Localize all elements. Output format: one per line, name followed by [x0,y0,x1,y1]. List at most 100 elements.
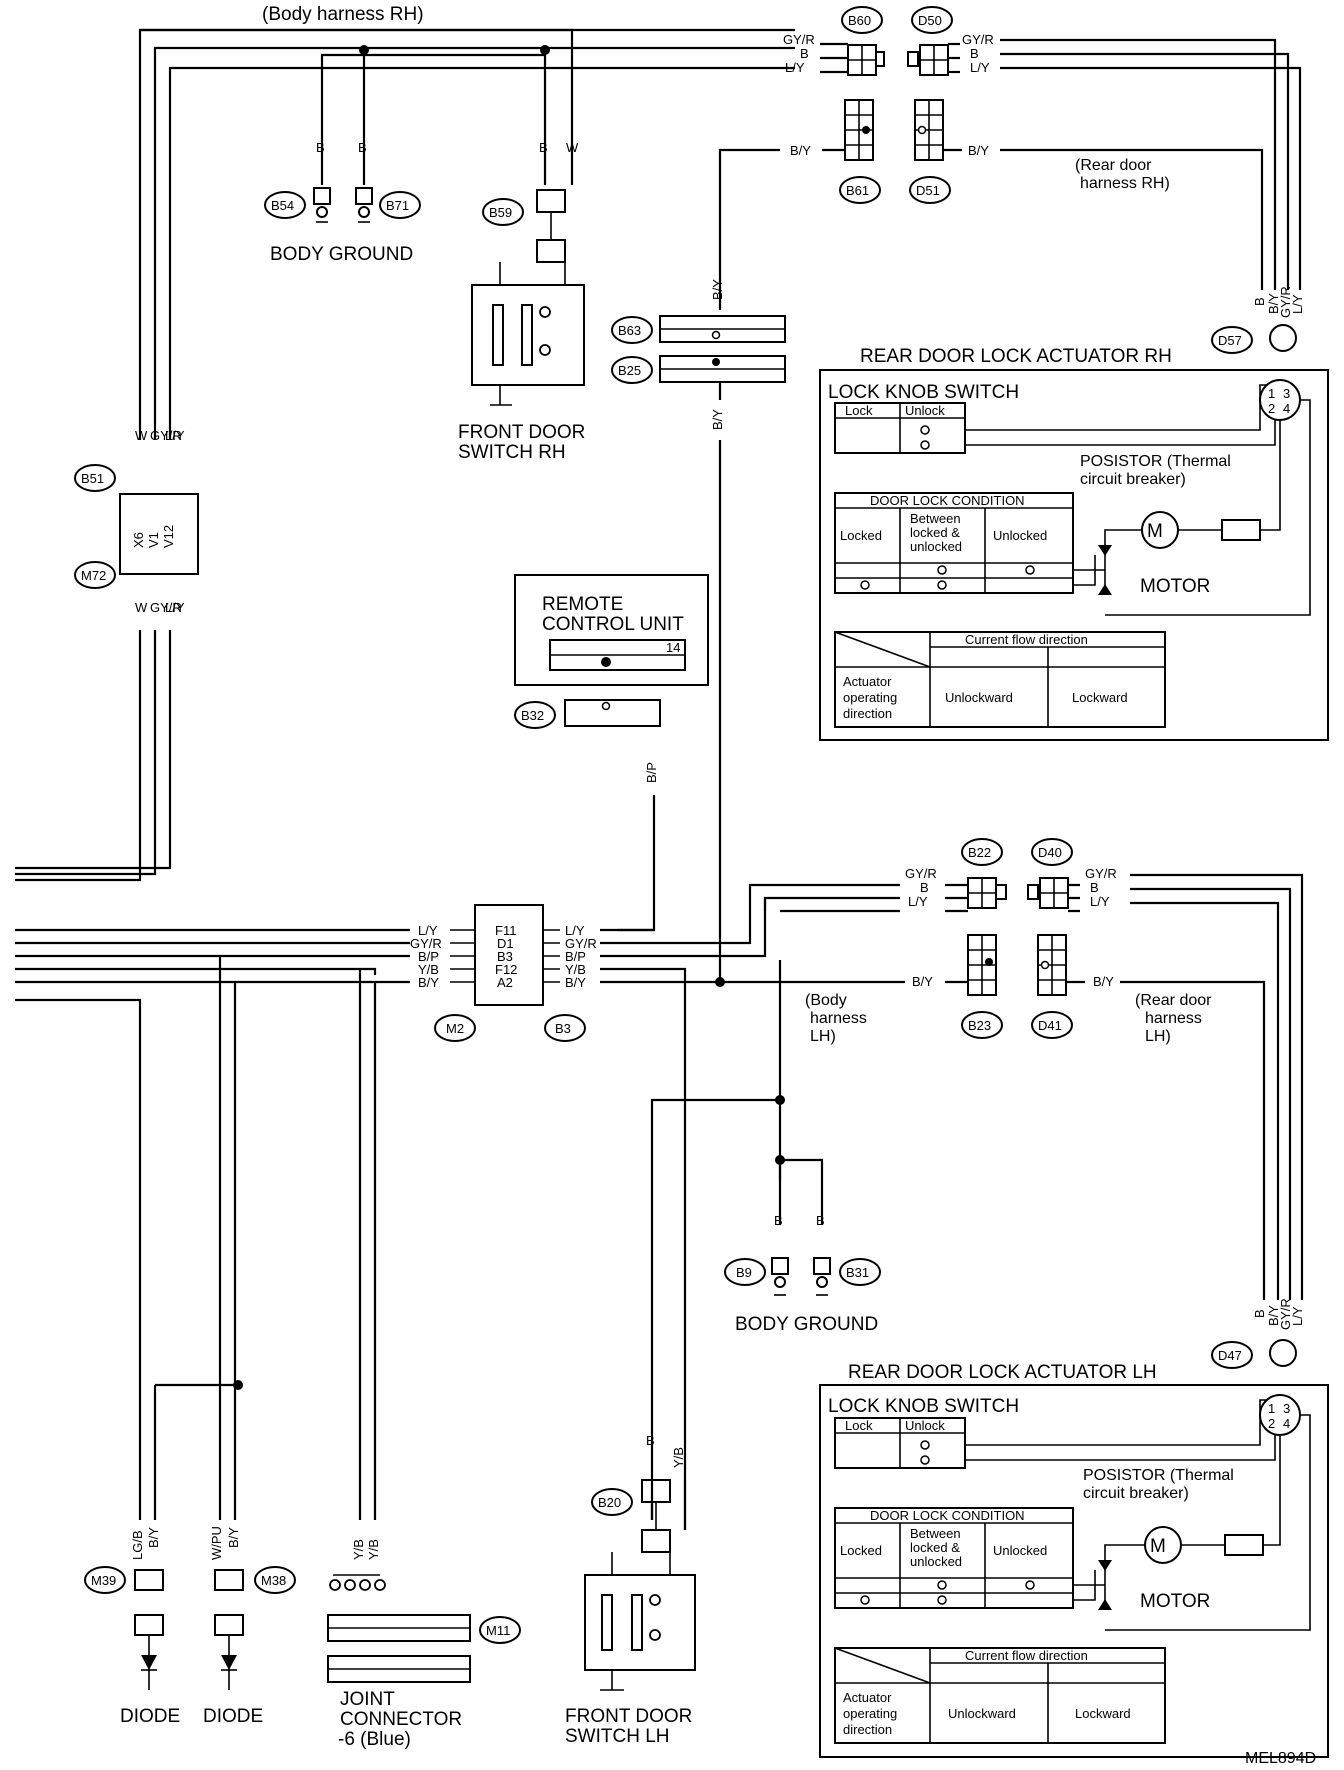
svg-text:D47: D47 [1218,1348,1242,1363]
svg-text:W/PU: W/PU [209,1526,224,1560]
svg-text:B: B [774,1213,783,1228]
svg-text:LOCK KNOB SWITCH: LOCK KNOB SWITCH [828,1396,1019,1417]
svg-text:Y/B: Y/B [366,1539,381,1560]
diode-m38: W/PU B/Y M38 DIODE [203,1526,296,1727]
svg-text:F12: F12 [495,962,517,977]
svg-text:REMOTE: REMOTE [542,594,623,615]
svg-text:CONNECTOR: CONNECTOR [340,1709,462,1730]
svg-text:B/Y: B/Y [1266,1305,1281,1326]
svg-text:unlocked: unlocked [910,1554,962,1569]
svg-text:B9: B9 [736,1265,752,1280]
svg-text:Lock: Lock [845,403,873,418]
svg-text:D51: D51 [916,183,940,198]
svg-text:B/P: B/P [565,949,586,964]
svg-text:B: B [800,46,809,61]
svg-text:GY/R: GY/R [565,936,597,951]
front-door-switch-lh: B Y/B B20 FRONT DOOR SWITCH LH [565,1433,696,1747]
svg-text:L/Y: L/Y [165,600,185,615]
svg-text:D50: D50 [918,13,942,28]
body-ground-top: B B B54 B71 BODY GROUND [264,140,421,265]
svg-text:MOTOR: MOTOR [1140,1591,1210,1612]
svg-text:L/Y: L/Y [1290,294,1305,314]
svg-text:B/Y: B/Y [1093,974,1114,989]
svg-text:GY/R: GY/R [150,600,182,615]
svg-text:unlocked: unlocked [910,539,962,554]
svg-text:X6: X6 [131,532,146,548]
svg-text:B3: B3 [497,949,513,964]
svg-text:M: M [1147,521,1163,542]
svg-text:M38: M38 [261,1573,286,1588]
svg-text:V1: V1 [146,532,161,548]
svg-text:GY/R: GY/R [150,428,182,443]
svg-text:L/Y: L/Y [908,894,928,909]
svg-text:direction: direction [843,1722,892,1737]
svg-text:M2: M2 [446,1021,464,1036]
svg-text:GY/R: GY/R [1085,866,1117,881]
svg-text:DIODE: DIODE [203,1706,263,1727]
svg-text:M39: M39 [91,1573,116,1588]
svg-text:B/Y: B/Y [226,1527,241,1548]
svg-text:operating: operating [843,690,897,705]
svg-text:B59: B59 [489,205,512,220]
connector-d41: D41 [1031,934,1073,1039]
svg-text:GY/R: GY/R [1278,1298,1293,1330]
svg-text:B: B [316,140,325,155]
svg-text:SWITCH LH: SWITCH LH [565,1726,670,1747]
actuator-rh: B B/Y GY/R L/Y D57 REAR DOOR LOCK ACTUAT… [819,286,1329,741]
body-ground-bottom: B B B9 B31 BODY GROUND [724,1213,881,1335]
svg-text:Current flow direction: Current flow direction [965,1648,1088,1663]
svg-text:FRONT DOOR: FRONT DOOR [565,1706,692,1727]
svg-text:GY/R: GY/R [905,866,937,881]
svg-text:4: 4 [1283,1416,1290,1431]
connector-d50: D50 [907,6,953,76]
svg-text:W: W [566,140,579,155]
svg-text:harness: harness [810,1010,867,1027]
svg-text:BODY GROUND: BODY GROUND [735,1314,878,1335]
joint-m2-b3: L/Y GY/R B/P Y/B B/Y F11 D1 B3 F12 A2 L/… [410,904,597,1042]
actuator-lh: B B/Y GY/R L/Y D47 REAR DOOR LOCK ACTUAT… [819,1298,1329,1758]
svg-text:Unlockward: Unlockward [945,690,1013,705]
svg-text:Actuator: Actuator [843,1690,892,1705]
svg-text:B/Y: B/Y [565,975,586,990]
svg-text:B/P: B/P [644,762,659,783]
svg-text:L/Y: L/Y [565,923,585,938]
svg-text:Locked: Locked [840,1543,882,1558]
svg-text:Unlock: Unlock [905,1418,945,1433]
svg-text:SWITCH RH: SWITCH RH [458,442,566,463]
body-ground-top-label: BODY GROUND [270,244,413,265]
svg-text:L/Y: L/Y [1090,894,1110,909]
joint-connector-m11: Y/B Y/B M11 JOINT CONNECTOR -6 (Blue) [327,1539,521,1750]
svg-text:B: B [970,46,979,61]
svg-text:GY/R: GY/R [962,32,994,47]
connector-d51: D51 [909,99,951,204]
connector-b25: B25 [611,355,786,384]
svg-text:B51: B51 [81,471,104,486]
svg-text:POSISTOR (Thermal: POSISTOR (Thermal [1083,1467,1234,1484]
svg-text:operating: operating [843,1706,897,1721]
svg-text:(Rear door: (Rear door [1135,992,1212,1009]
svg-text:D57: D57 [1218,333,1242,348]
svg-text:B: B [1252,1309,1267,1318]
svg-text:B/P: B/P [418,949,439,964]
svg-text:D40: D40 [1038,845,1062,860]
svg-text:Lock: Lock [845,1418,873,1433]
body-harness-rh-label: (Body harness RH) [262,4,424,25]
svg-text:L/Y: L/Y [418,923,438,938]
svg-text:2: 2 [1268,1416,1275,1431]
connector-d40: D40 GY/R B L/Y [1027,838,1117,909]
svg-text:2: 2 [1268,401,1275,416]
svg-text:B25: B25 [618,363,641,378]
svg-text:Between: Between [910,511,961,526]
svg-text:V12: V12 [161,525,176,548]
svg-text:FRONT DOOR: FRONT DOOR [458,422,585,443]
svg-text:F11: F11 [495,923,516,938]
svg-text:M: M [1150,1536,1166,1557]
svg-text:Y/B: Y/B [671,1447,686,1468]
svg-text:B23: B23 [968,1018,991,1033]
svg-text:GY/R: GY/R [783,32,815,47]
remote-control-unit: REMOTE CONTROL UNIT 14 B32 B/P [514,574,709,783]
svg-text:LOCK KNOB SWITCH: LOCK KNOB SWITCH [828,382,1019,403]
svg-text:DOOR LOCK CONDITION: DOOR LOCK CONDITION [870,1508,1025,1523]
svg-text:GY/R: GY/R [1278,286,1293,318]
svg-text:CONTROL UNIT: CONTROL UNIT [542,614,684,635]
